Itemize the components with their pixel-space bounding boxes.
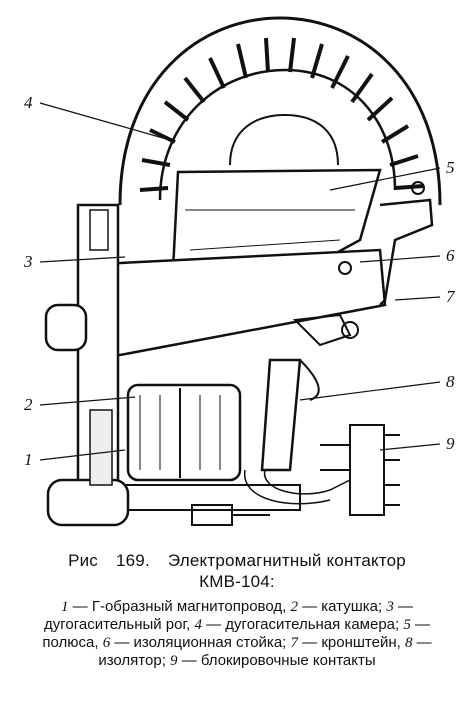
legend-item-text: — катушка; [297,598,387,615]
legend-item: 1 — Г-образный магнитопровод, [61,598,290,615]
legend-item-number: 6 [102,635,111,651]
caption-title-line2: КМВ-104: [199,572,275,591]
caption-label: Рис [68,551,98,570]
legend-item: 3 — дугогасительный рог, [44,598,413,633]
legend-item-text: — изоляционная стойка; [110,634,291,651]
callout-label-5: 5 [446,158,455,177]
callout-label-6: 6 [446,246,455,265]
caption-line-1: Рис 169. Электромагнитный контактор [22,550,452,571]
legend-item-number: 1 [61,599,69,615]
legend-item: 7 — кронштейн, [291,634,405,651]
legend-item-text: — дугогасительный рог, [43,598,413,633]
figure-legend: 1 — Г-образный магнитопровод, 2 — катушк… [22,598,452,670]
arc-chute-inner [158,68,397,201]
legend-item-text: — Г-образный магнитопровод, [68,598,291,615]
legend-item-number: 2 [290,599,298,615]
contactor-illustration: 4 5 3 6 7 8 2 1 9 [24,16,455,527]
callout-label-7: 7 [446,287,455,306]
legend-item-number: 8 [404,635,413,651]
callout-label-1: 1 [24,450,33,469]
callout-label-3: 3 [24,252,33,271]
coil [126,383,242,482]
caption-number: 169. [116,551,150,570]
legend-item-text: — изолятор; [98,634,432,669]
callout-label-4: 4 [24,93,33,112]
legend-item: 8 — изолятор; [98,634,431,669]
contactor-drawing [39,16,442,527]
bracket [379,198,434,306]
legend-item-number: 5 [403,617,411,633]
legend-item-text: — блокировочные контакты [177,652,376,669]
callout-label-2: 2 [24,395,33,414]
figure-caption: Рис 169. Электромагнитный контактор КМВ-10… [22,550,452,592]
auxiliary-contacts [320,424,400,516]
caption-title-line1: Электромагнитный контактор [167,551,406,570]
legend-item-text: — дугогасительная камера; [201,616,404,633]
legend-item-number: 7 [290,635,299,651]
legend-item-number: 4 [194,617,202,633]
callout-label-8: 8 [446,372,455,391]
legend-item: 6 — изоляционная стойка; [103,634,291,651]
legend-item: 2 — катушка; [290,598,386,615]
legend-item-text: — кронштейн, [298,634,405,651]
arc-chute-fins [139,37,425,192]
legend-item-number: 9 [170,653,178,669]
callout-label-9: 9 [446,434,455,453]
legend-item: 9 — блокировочные контакты [170,652,376,669]
legend-item: 5 — полюса, [42,616,430,651]
arc-chute-outer [118,16,442,206]
legend-item: 4 — дугогасительная камера; [194,616,403,633]
legend-item-number: 3 [386,599,394,615]
legend-item-text: — полюса, [42,616,431,651]
insulator [260,358,302,472]
callout-leaders [39,102,441,461]
